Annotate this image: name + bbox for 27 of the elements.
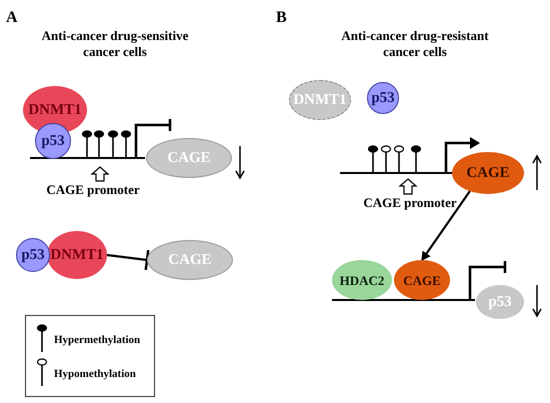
inhibition-line xyxy=(106,248,150,272)
protein-name: p53 xyxy=(371,90,395,106)
protein-ellipse xyxy=(47,231,107,279)
protein-ellipse xyxy=(476,285,524,319)
hollow-arrow xyxy=(90,166,110,182)
protein-name: CAGE xyxy=(466,166,510,180)
arrow xyxy=(421,190,471,261)
protein-name: p53 xyxy=(21,248,45,262)
protein-ellipse xyxy=(367,82,399,114)
protein-ellipse xyxy=(332,260,392,300)
protein-name: p53 xyxy=(41,134,65,148)
legend-label: Hypomethylation xyxy=(54,368,136,380)
protein-name: DNMT1 xyxy=(28,102,82,118)
protein-name: CAGE xyxy=(403,274,441,286)
protein-ellipse xyxy=(147,240,233,280)
protein-ellipse xyxy=(16,238,50,272)
protein-name: HDAC2 xyxy=(340,274,384,286)
protein-ellipse xyxy=(394,260,450,300)
panel-title: Anti-cancer drug-sensitive cancer cells xyxy=(40,28,190,60)
panel-letter: B xyxy=(276,8,288,28)
panel-title: Anti-cancer drug-resistant cancer cells xyxy=(340,28,490,60)
region-label: CAGE promoter xyxy=(28,181,158,199)
region-label: CAGE promoter xyxy=(345,194,475,212)
hollow-arrow xyxy=(398,178,418,195)
panel-letter: A xyxy=(6,8,19,28)
protein-name: DNMT1 xyxy=(50,248,104,262)
legend-label: Hypermethylation xyxy=(54,334,140,346)
